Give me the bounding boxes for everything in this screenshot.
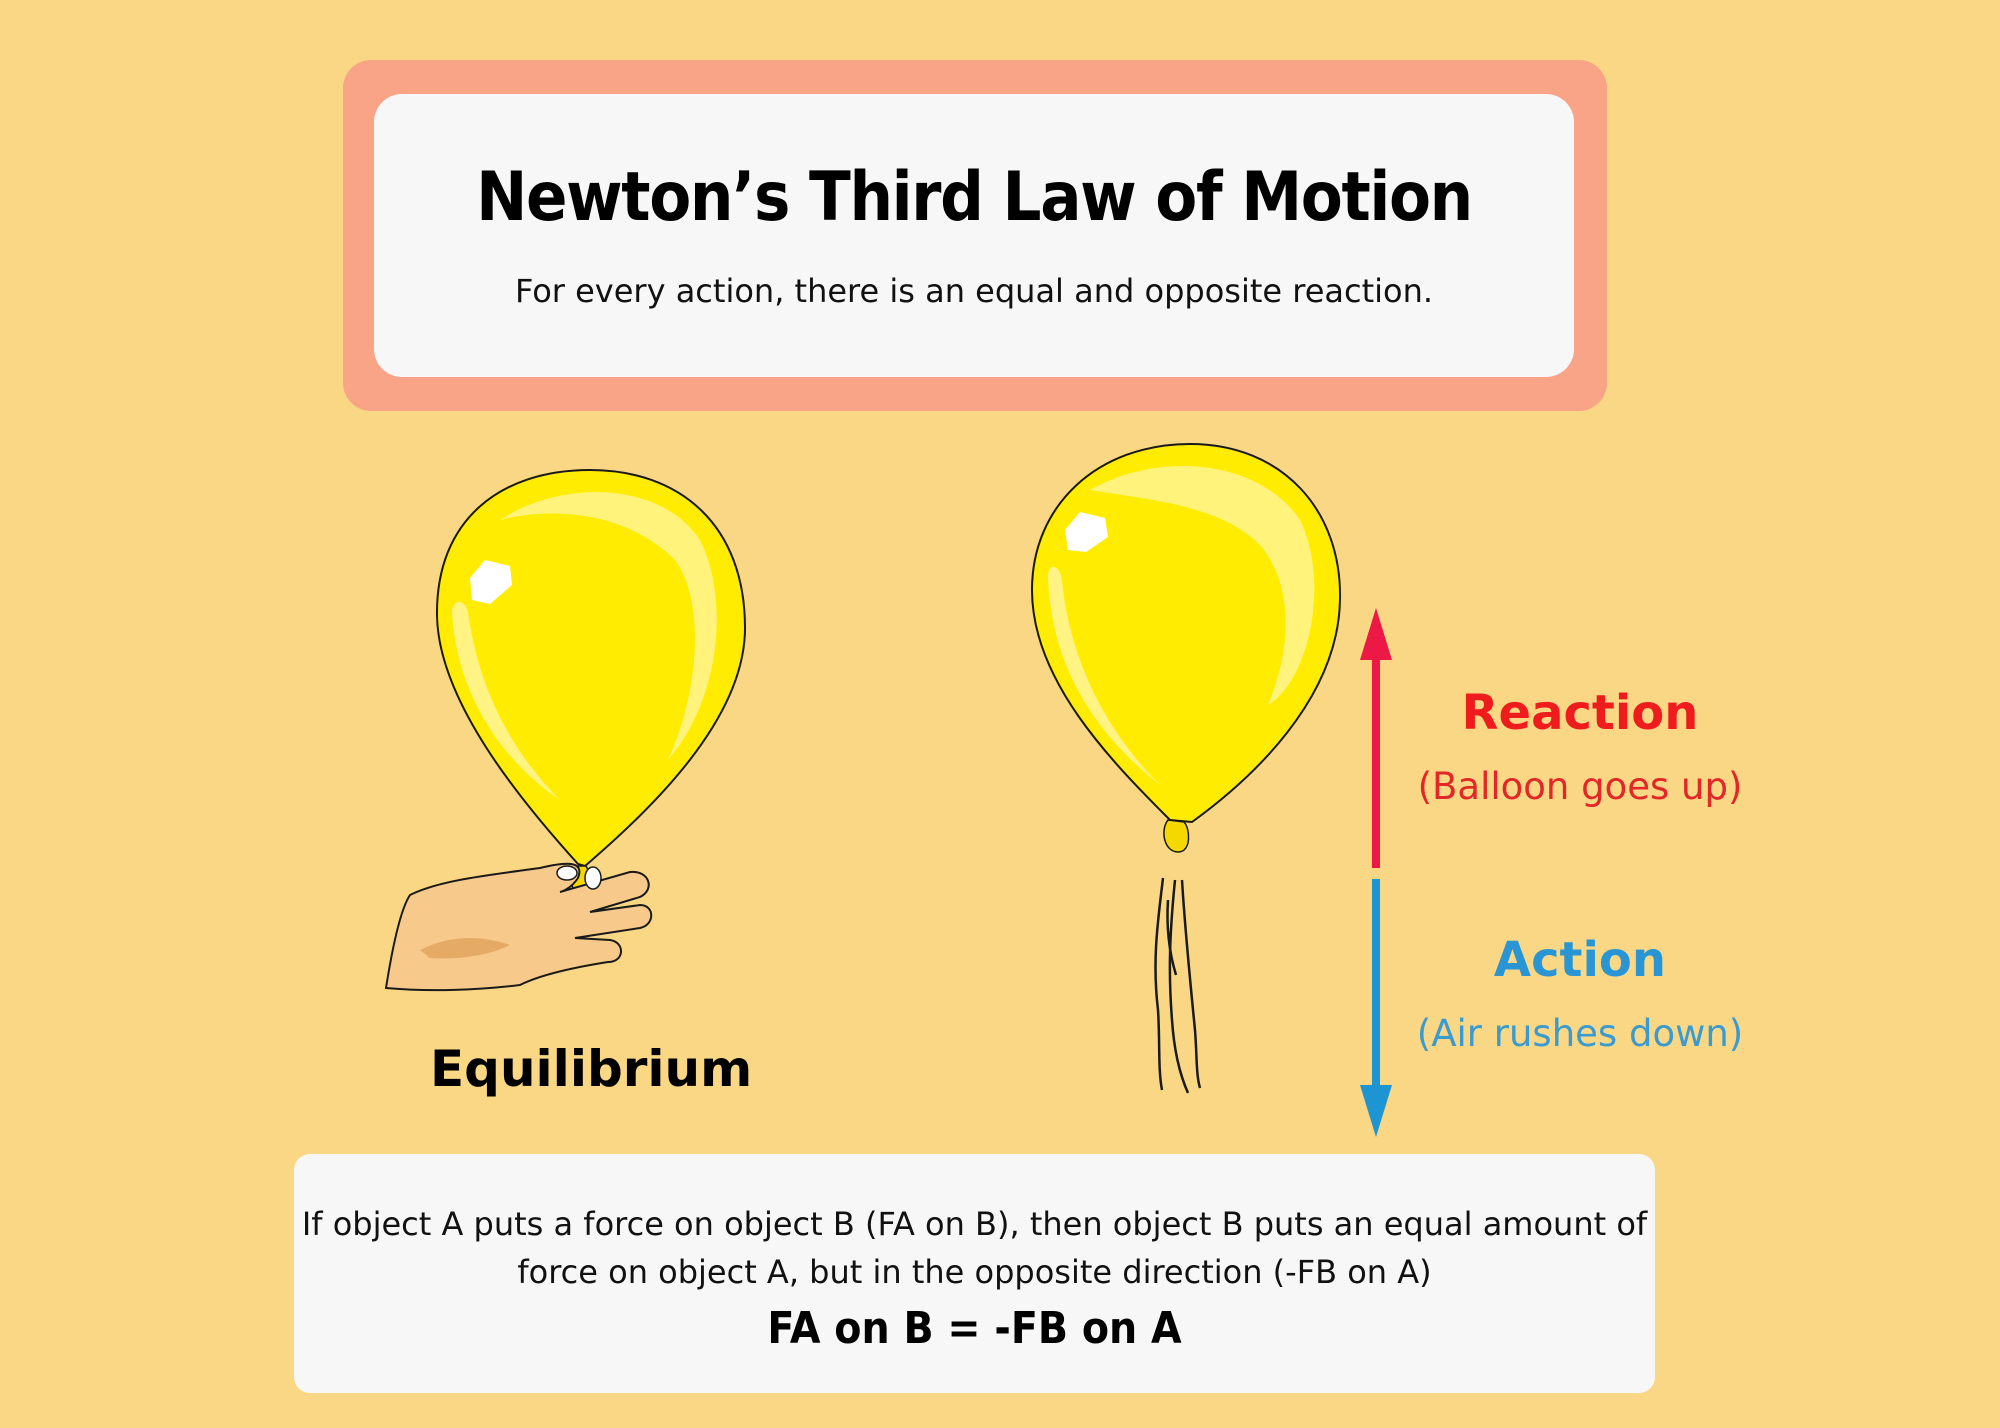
force-equation: FA on B = -FB on A [767,1303,1182,1354]
left-balloon-icon [435,468,747,899]
hand-icon [384,862,653,992]
right-balloon-icon [1030,442,1342,853]
reaction-arrow-up-icon [1360,608,1392,868]
page-subtitle: For every action, there is an equal and … [514,272,1434,310]
title-card [374,94,1574,377]
explanation-text: If object A puts a force on object B (FA… [301,1205,1648,1291]
reaction-label: Reaction [1461,685,1699,741]
action-description: (Air rushes down) [1416,1012,1744,1055]
reaction-description: (Balloon goes up) [1417,765,1743,808]
equilibrium-label: Equilibrium [430,1040,753,1098]
explanation-card [294,1154,1655,1393]
air-stream-icon [1154,877,1202,1094]
page-title: Newton’s Third Law of Motion [476,158,1473,237]
action-label: Action [1493,932,1667,988]
action-arrow-down-icon [1360,879,1392,1137]
